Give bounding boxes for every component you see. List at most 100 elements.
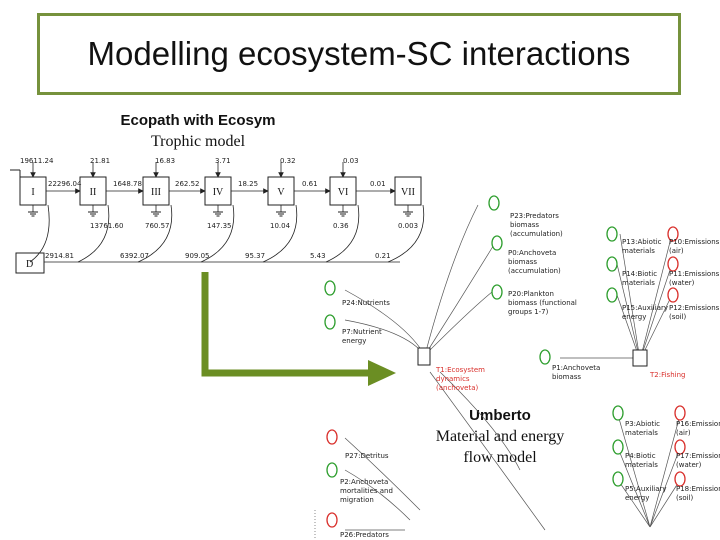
detritus-arc (29, 204, 50, 263)
transition-t1-label-line: dynamics (436, 375, 470, 383)
place-p7 (324, 314, 336, 330)
place-p3 (612, 405, 624, 421)
place-p26-label: P26:Predators (340, 531, 389, 539)
place-p15-label-line: energy (622, 313, 646, 321)
detritus-value: 95.37 (245, 252, 265, 260)
flow-value: 18.25 (238, 180, 258, 188)
place-p26-label-line: P26:Predators (340, 531, 389, 539)
respiration-value: 0.36 (333, 222, 349, 230)
trophic-level-label: V (277, 187, 285, 198)
flow-value: 262.52 (175, 180, 200, 188)
detritus-label: D (26, 259, 33, 270)
transition-t2-label-line: T2:Fishing (649, 371, 685, 379)
place-p18 (674, 471, 686, 487)
import-value: 19611.24 (20, 157, 54, 165)
place-p18-label: P18:Emissions(soil) (676, 485, 720, 502)
flow-value: 0.01 (370, 180, 386, 188)
detritus-arc (200, 204, 235, 263)
place-p20-label-line: biomass (functional (508, 299, 577, 307)
trophic-level-label: IV (213, 187, 224, 198)
transition-t1-label-line: T1:Ecosystem (435, 366, 485, 374)
place-p17-label-line: (water) (676, 461, 702, 469)
place-p10-label: P10:Emissions(air) (669, 238, 720, 255)
ecopath-caption-title: Ecopath with Ecosym (120, 112, 276, 129)
place-p11-label-line: P11:Emissions (669, 270, 720, 278)
trophic-level-label: III (151, 187, 161, 198)
place-p13 (606, 226, 618, 242)
place-p20-label-line: groups 1-7) (508, 308, 549, 316)
place-p12-label: P12:Emissions(soil) (669, 304, 720, 321)
place-p14-label-line: P14:Biotic (622, 270, 657, 278)
trophic-level-label: VII (401, 187, 415, 198)
place-p0-label-line: biomass (508, 258, 537, 266)
detritus-value: 909.05 (185, 252, 210, 260)
place-p27-label: P27:Detritus (345, 452, 389, 460)
respiration-value: 13761.60 (90, 222, 123, 230)
import-value: 16.83 (155, 157, 175, 165)
place-p16-label-line: (air) (676, 429, 691, 437)
place-p2 (326, 462, 338, 478)
place-p12 (667, 287, 679, 303)
detritus-value: 5.43 (310, 252, 326, 260)
detritus-arc (387, 204, 425, 263)
transition-t1-label-line: (anchoveta) (436, 384, 479, 392)
place-p23-label-line: P23:Predators (510, 212, 559, 220)
place-p27 (326, 429, 338, 445)
place-p24-label: P24:Nutrients (342, 299, 390, 307)
place-p12-label-line: P12:Emissions (669, 304, 720, 312)
place-p10 (667, 226, 679, 242)
place-p23-label-line: (accumulation) (510, 230, 563, 238)
place-p0 (491, 235, 503, 251)
trophic-level-label: VI (338, 187, 349, 198)
respiration-value: 147.35 (207, 222, 232, 230)
import-value: 21.81 (90, 157, 110, 165)
place-p11 (667, 256, 679, 272)
place-p2-label-line: P2:Anchoveta (340, 478, 388, 486)
place-p16-label-line: P16:Emissions (676, 420, 720, 428)
detritus-box (15, 252, 45, 274)
flow-value: 0.61 (302, 180, 318, 188)
place-p5-label-line: energy (625, 494, 649, 502)
place-p13-label-line: P13:Abiotic (622, 238, 662, 246)
place-p5 (612, 471, 624, 487)
respiration-value: 760.57 (145, 222, 170, 230)
place-p24-label-line: P24:Nutrients (342, 299, 390, 307)
umberto-caption-line3: flow model (463, 449, 537, 466)
link-arrow-shaft (201, 272, 370, 377)
umberto-caption: Umberto Material and energy flow model (420, 405, 580, 468)
respiration-value: 10.04 (270, 222, 291, 230)
place-p13-label-line: materials (622, 247, 655, 255)
place-p3-label-line: P3:Abiotic (625, 420, 660, 428)
page-title: Modelling ecosystem-SC interactions (87, 35, 631, 72)
link-arrow (201, 272, 396, 386)
place-p17-label-line: P17:Emissions (676, 452, 720, 460)
flow-value: 1648.78 (113, 180, 142, 188)
import-value: 3.71 (215, 157, 231, 165)
place-p4-label-line: P4:Biotic (625, 452, 656, 460)
place-p12-label-line: (soil) (669, 313, 687, 321)
place-p4 (612, 439, 624, 455)
place-p7-label-line: energy (342, 337, 366, 345)
place-p3-label-line: materials (625, 429, 658, 437)
place-p18-label-line: (soil) (676, 494, 694, 502)
place-p18-label-line: P18:Emissions (676, 485, 720, 493)
import-value: 0.03 (343, 157, 359, 165)
place-p16 (674, 405, 686, 421)
ecopath-caption-subtitle: Trophic model (150, 133, 246, 150)
detritus-arc (262, 204, 298, 263)
respiration-value: 0.003 (398, 222, 418, 230)
detritus-value: 6392.07 (120, 252, 149, 260)
